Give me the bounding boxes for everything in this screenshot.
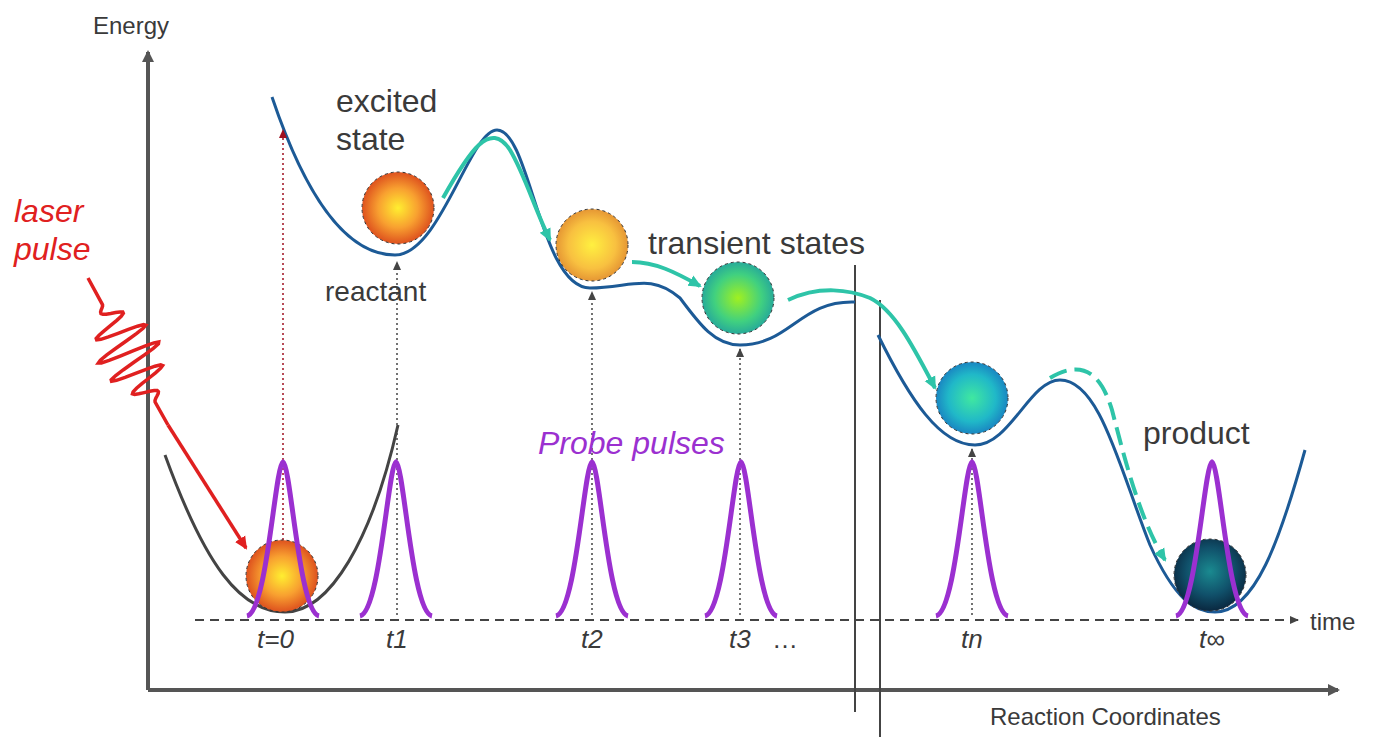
axis-title: time — [1310, 608, 1355, 637]
axis-break — [879, 300, 881, 737]
molecule-ball — [362, 172, 434, 244]
energy-axis — [146, 52, 150, 690]
molecule-ball — [556, 209, 628, 281]
probe-pulse — [247, 462, 319, 616]
state-label: product — [1143, 414, 1250, 452]
product-curve — [878, 335, 1305, 612]
axis-title: Reaction Coordinates — [990, 703, 1221, 732]
axis-title: Energy — [93, 12, 169, 41]
laser-arrow — [168, 425, 246, 548]
probe-pulse — [556, 462, 628, 616]
probe-pulse — [705, 462, 777, 616]
molecule-ball — [936, 362, 1008, 434]
time-mark: t∞ — [1199, 624, 1225, 655]
path-arrow — [788, 290, 935, 388]
probe-pulse — [360, 462, 432, 616]
time-mark: t1 — [386, 624, 408, 655]
ground-state-curve — [165, 425, 398, 612]
time-mark: t3 — [729, 624, 751, 655]
pulse-label: Probe pulses — [538, 424, 725, 462]
probe-guide — [971, 449, 973, 615]
probe-guide — [739, 349, 741, 615]
state-label: reactant — [325, 275, 426, 309]
probe-pulse — [936, 462, 1008, 616]
excitation-line — [282, 130, 284, 600]
probe-guide — [396, 262, 398, 615]
path-arrow — [443, 138, 550, 240]
state-label: transient states — [648, 224, 865, 262]
state-label: excited state — [336, 82, 486, 159]
pulse-label: laser pulse — [14, 192, 119, 269]
path-arrow — [632, 262, 700, 286]
ellipsis: … — [772, 624, 798, 655]
axis-break — [854, 265, 856, 712]
time-mark: t2 — [581, 624, 603, 655]
time-mark: t=0 — [257, 624, 294, 655]
path-arrow — [1050, 369, 1165, 560]
probe-pulse — [1176, 462, 1248, 616]
coordinate-axis — [148, 688, 1338, 692]
time-mark: tn — [961, 624, 983, 655]
time-axis — [195, 619, 1298, 621]
laser-pulse-wave — [88, 278, 168, 425]
molecule-ball — [702, 262, 774, 334]
